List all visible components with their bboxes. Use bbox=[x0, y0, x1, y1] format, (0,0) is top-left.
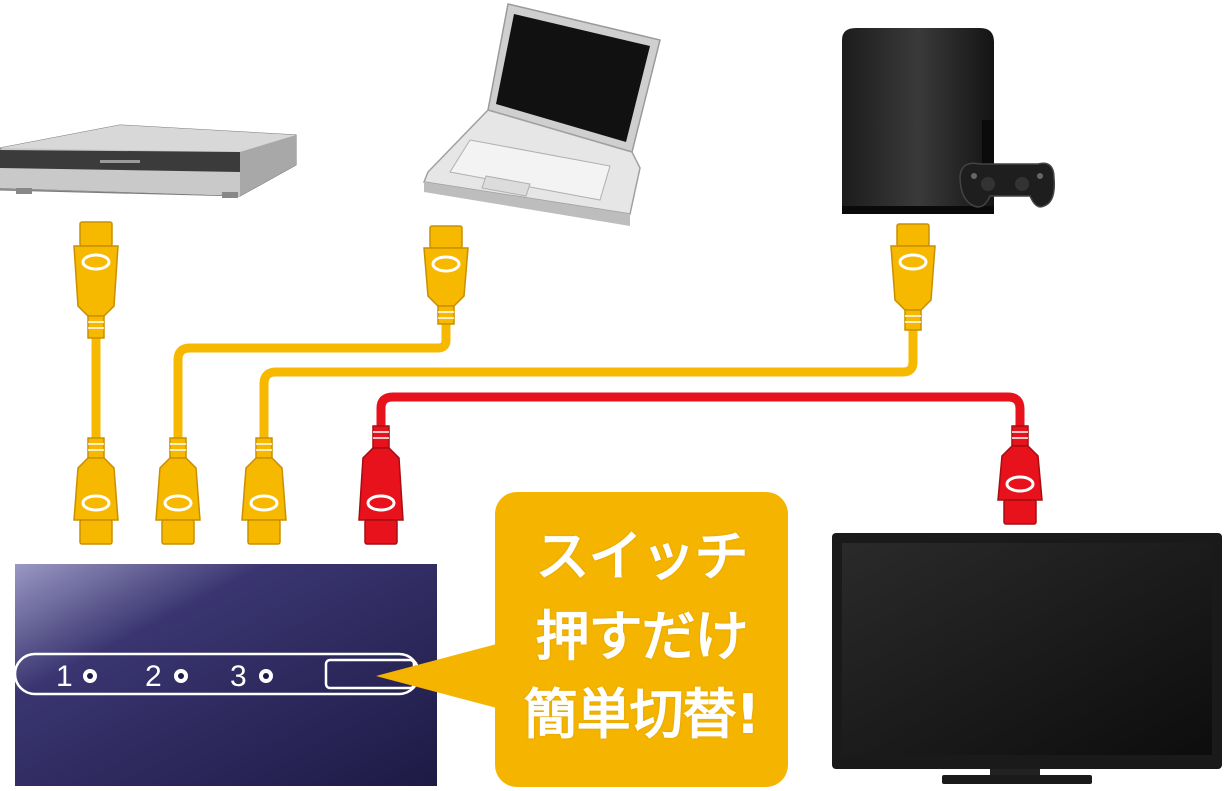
game-console-icon bbox=[842, 28, 1056, 214]
callout-line-3: 簡単切替! bbox=[523, 683, 761, 746]
callout-line-2: 押すだけ bbox=[535, 605, 749, 668]
hdmi-plug-port-1-icon bbox=[73, 437, 119, 545]
hdmi-switch-box bbox=[13, 564, 437, 786]
hdmi-plug-recorder-icon bbox=[73, 221, 119, 339]
callout-pointer bbox=[376, 640, 512, 712]
hdmi-plug-tv-icon bbox=[997, 425, 1043, 525]
hdmi-plug-port-2-icon bbox=[155, 437, 201, 545]
callout-line-1: スイッチ bbox=[535, 525, 749, 588]
callout-box: スイッチ 押すだけ 簡単切替! bbox=[495, 492, 788, 787]
hdmi-plug-port-3-icon bbox=[241, 437, 287, 545]
port-2-label: 2 bbox=[145, 660, 162, 693]
port-1-label: 1 bbox=[56, 660, 73, 693]
input-cable-3 bbox=[259, 330, 918, 440]
tv-icon bbox=[832, 533, 1222, 784]
hdmi-plug-console-icon bbox=[890, 223, 936, 331]
port-3-label: 3 bbox=[230, 660, 247, 693]
hdmi-plug-laptop-icon bbox=[423, 225, 469, 325]
blu-ray-recorder-icon bbox=[0, 124, 297, 198]
input-cable-2 bbox=[173, 322, 451, 440]
hdmi-plug-output-icon bbox=[358, 425, 404, 545]
laptop-icon bbox=[422, 3, 661, 226]
output-cable bbox=[376, 392, 1025, 428]
